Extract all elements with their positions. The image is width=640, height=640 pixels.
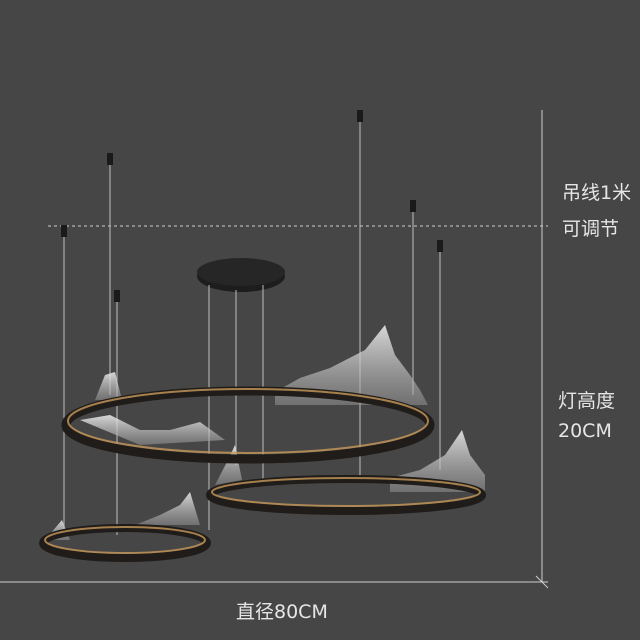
diameter-label: 直径80CM [236,601,328,623]
lamp-height-label: 灯高度 [558,390,616,412]
cable-length-label: 吊线1米 [562,182,632,204]
large-ring [61,386,435,464]
lamp-height-value: 20CM [558,420,612,442]
medium-ring [206,475,486,515]
suspension-wires [63,115,441,535]
wire-grippers [61,110,443,302]
ceiling-canopy [197,258,285,292]
cable-adjustable-label: 可调节 [562,218,620,240]
dimension-lines [0,110,549,589]
small-ring [39,524,211,562]
